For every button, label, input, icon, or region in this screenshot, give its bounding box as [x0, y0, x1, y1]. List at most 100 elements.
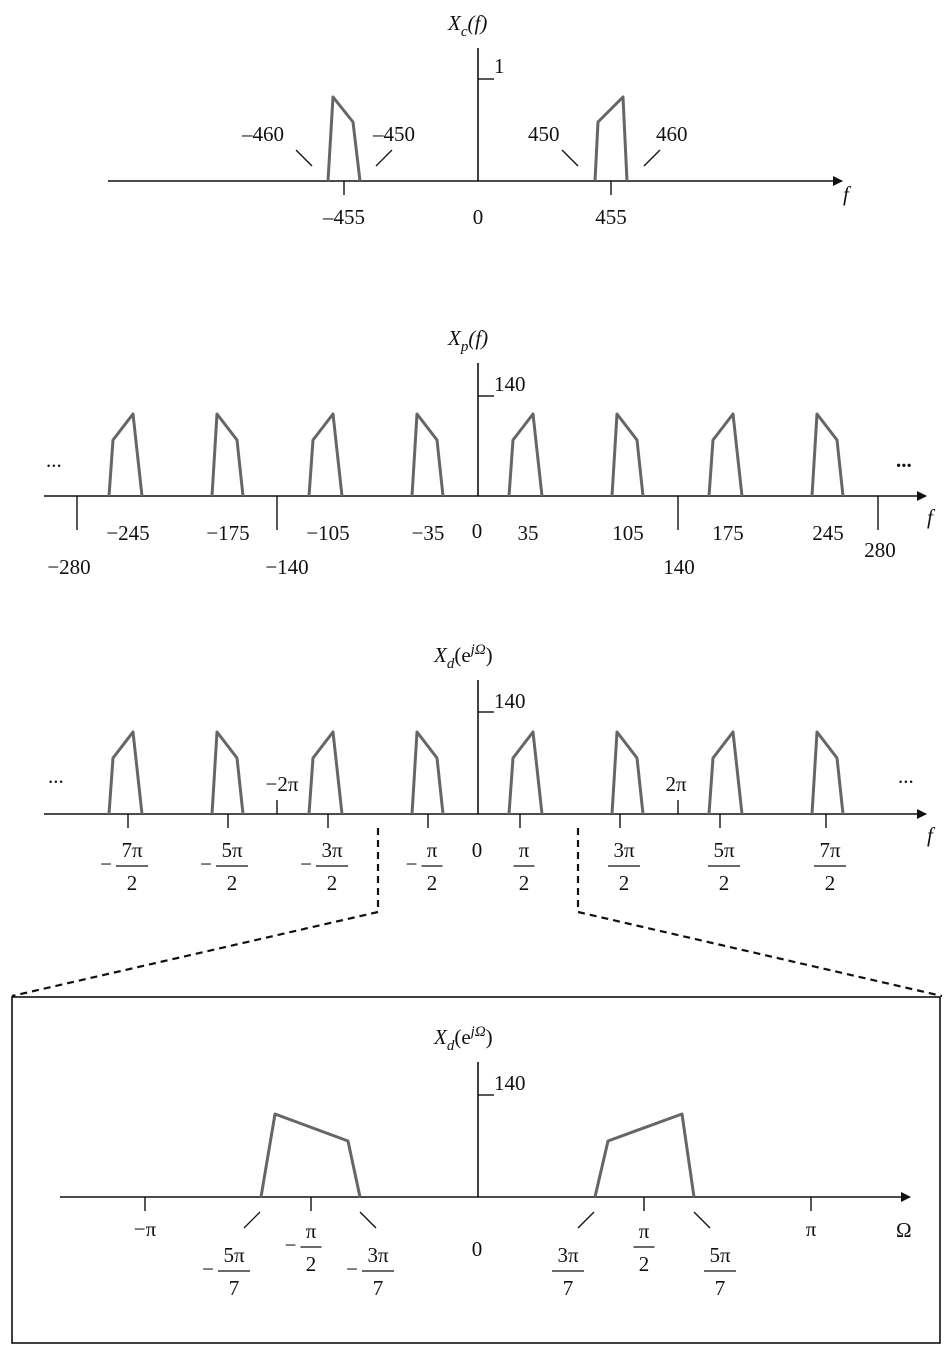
- xd-title: Xd(ejΩ): [433, 642, 493, 672]
- zoom-fraction-4: 3π7: [552, 1243, 584, 1300]
- xc-tick-label-pos455: 455: [595, 205, 627, 229]
- zoom-fraction-1-numerator: 5π: [223, 1243, 245, 1267]
- xp-tick-label-neg105: −105: [306, 521, 349, 545]
- zoom-connector: [11, 828, 943, 998]
- xd-zero-label: 0: [472, 838, 483, 862]
- zoom-leader-neg3pi7: [359, 1211, 377, 1229]
- xd-fraction-1-denominator: 2: [127, 871, 138, 895]
- xd-fraction-7-denominator: 2: [719, 871, 730, 895]
- panel-xc: Xc(f) 1 f –455 0 455 –460 –450 450 460: [108, 11, 852, 229]
- xd-replica-7: [707, 730, 744, 815]
- xd-fraction-2: 5π 2−: [200, 838, 248, 895]
- zoom-fraction-2-sign: −: [285, 1233, 297, 1257]
- xp-tick-label-pos175: 175: [712, 521, 744, 545]
- zoom-fraction-1-denominator: 7: [229, 1276, 240, 1300]
- xc-pulse-neg: [326, 95, 362, 182]
- zoom-fraction-4-denominator: 7: [563, 1276, 574, 1300]
- xd-fraction-1-numerator: 7π: [121, 838, 143, 862]
- panel-xp: Xp(f) 140 f ... ... −245 −175 −105 −35 0…: [44, 326, 936, 579]
- xp-replica-3: [307, 412, 344, 497]
- zoom-line-left: [11, 828, 380, 998]
- zoom-fraction-6-numerator: 5π: [709, 1243, 731, 1267]
- xd-fraction-2-sign: −: [200, 852, 212, 876]
- xd-mark-neg2pi: −2π: [266, 772, 299, 796]
- zoom-fraction-5: π2: [633, 1219, 655, 1276]
- zoom-fraction-2-numerator: π: [306, 1219, 317, 1243]
- zoom-box: [11, 996, 941, 1344]
- xd-axis-var: f: [927, 823, 936, 847]
- xd-fraction-6: 3π2: [608, 838, 640, 895]
- xd-fraction-2-denominator: 2: [227, 871, 238, 895]
- xd-fraction-3-numerator: 3π: [321, 838, 343, 862]
- zoom-axis-var: Ω: [896, 1218, 912, 1242]
- xd-fraction-8-numerator: 7π: [819, 838, 841, 862]
- xd-fraction-6-numerator: 3π: [613, 838, 635, 862]
- xp-pulses: [107, 412, 845, 497]
- xd-fraction-6-denominator: 2: [619, 871, 630, 895]
- zoom-title: Xd(ejΩ): [433, 1024, 493, 1054]
- xc-leader-pos450: [561, 149, 579, 167]
- xp-tick-label-neg35: −35: [412, 521, 445, 545]
- zoom-fraction-5-denominator: 2: [639, 1252, 650, 1276]
- xp-tick-label-pos280: 280: [864, 538, 896, 562]
- xd-fraction-7: 5π2: [708, 838, 740, 895]
- xc-leader-neg450: [375, 149, 393, 167]
- xd-replica-1: [107, 730, 144, 815]
- xp-tick-label-neg245: −245: [106, 521, 149, 545]
- xd-fraction-8-denominator: 2: [825, 871, 836, 895]
- xp-tick-label-pos35: 35: [518, 521, 539, 545]
- xd-fraction-3: 3π2−: [300, 838, 348, 895]
- xd-replica-5: [507, 730, 544, 815]
- zoom-pulse-pos: [593, 1112, 696, 1198]
- xc-leader-neg460: [295, 149, 313, 167]
- xd-fraction-8: 7π2: [814, 838, 846, 895]
- xp-replica-5: [507, 412, 544, 497]
- xp-replica-8: [810, 412, 845, 497]
- xc-tick-label-zero: 0: [473, 205, 484, 229]
- xd-fraction-4-numerator: π: [427, 838, 438, 862]
- zoom-zero-label: 0: [472, 1237, 483, 1261]
- xd-fraction-2-numerator: 5π: [221, 838, 243, 862]
- xd-fraction-1-sign: −: [100, 852, 112, 876]
- xc-tick-label-neg455: –455: [322, 205, 365, 229]
- zoom-leader-pos5pi7: [693, 1211, 711, 1229]
- xc-title: Xc(f): [447, 11, 487, 40]
- zoom-fraction-4-numerator: 3π: [557, 1243, 579, 1267]
- zoom-fraction-3-denominator: 7: [373, 1276, 384, 1300]
- xp-tick-label-pos245: 245: [812, 521, 844, 545]
- zoom-fraction-6: 5π7: [704, 1243, 736, 1300]
- zoom-fraction-3-numerator: 3π: [367, 1243, 389, 1267]
- xd-ellipsis-right: ...: [898, 764, 914, 788]
- zoom-fraction-1: 5π 7−: [202, 1243, 250, 1300]
- xd-fraction-4-denominator: 2: [427, 871, 438, 895]
- xp-replica-7: [707, 412, 744, 497]
- zoom-fraction-3-sign: −: [346, 1257, 358, 1281]
- xp-tick-label-pos140: 140: [663, 555, 695, 579]
- xp-replica-1: [107, 412, 144, 497]
- xp-axis-var: f: [927, 505, 936, 529]
- xd-replica-8: [810, 730, 845, 815]
- zoom-fraction-3: 3π 7−: [346, 1243, 394, 1300]
- xp-title: Xp(f): [447, 326, 488, 355]
- xd-replica-3: [307, 730, 344, 815]
- xd-replica-2: [210, 730, 245, 815]
- xc-edge-label-pos450: 450: [528, 122, 560, 146]
- zoom-fraction-2: π2−: [285, 1219, 322, 1276]
- zoom-fraction-1-sign: −: [202, 1257, 214, 1281]
- zoom-fraction-5-numerator: π: [639, 1219, 650, 1243]
- xp-replica-6: [610, 412, 645, 497]
- xd-fraction-4: π2−: [406, 838, 443, 895]
- xd-fraction-5-denominator: 2: [519, 871, 530, 895]
- zoom-amplitude-label: 140: [494, 1071, 526, 1095]
- zoom-pulse-neg: [259, 1112, 362, 1198]
- zoom-fraction-6-denominator: 7: [715, 1276, 726, 1300]
- xd-fraction-5: π2: [513, 838, 535, 895]
- zoom-label-pos-pi: π: [806, 1217, 817, 1241]
- xp-tick-label-zero: 0: [472, 519, 483, 543]
- xd-replica-6: [610, 730, 645, 815]
- xc-edge-label-neg460: –460: [241, 122, 284, 146]
- zoom-line-right: [576, 828, 943, 998]
